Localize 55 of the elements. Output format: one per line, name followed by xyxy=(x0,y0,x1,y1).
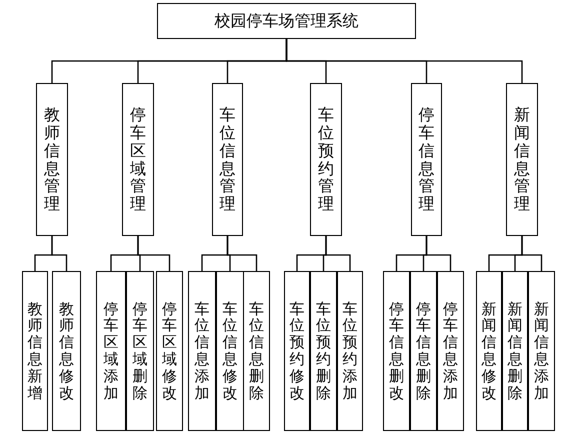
node-label: 新闻信息添加 xyxy=(534,300,549,402)
node-label: 停车区域添加 xyxy=(104,300,118,402)
module-box xyxy=(212,83,243,236)
node-label: 车位信息添加 xyxy=(194,300,210,402)
module-box xyxy=(310,271,337,431)
root-box xyxy=(157,3,416,39)
connector-line xyxy=(426,236,452,271)
connector-line xyxy=(226,236,258,271)
connector-line xyxy=(137,236,170,271)
node-label: 停车区域删除 xyxy=(132,300,148,402)
node-label: 停车信息删除 xyxy=(416,300,431,402)
module-box xyxy=(243,271,270,431)
module-box xyxy=(52,271,81,431)
connector-line xyxy=(521,236,542,271)
node-label: 新闻信息修改 xyxy=(482,300,496,402)
node-label: 车位信息管理 xyxy=(220,106,236,214)
module-box xyxy=(437,271,464,431)
node-label: 校园停车场管理系统 xyxy=(214,10,358,32)
module-box xyxy=(383,271,410,431)
module-box xyxy=(411,83,442,236)
module-box xyxy=(528,271,555,431)
module-box xyxy=(506,83,538,236)
node-label: 车位预约管理 xyxy=(318,106,334,214)
module-box xyxy=(502,271,528,431)
module-box xyxy=(156,271,183,431)
module-box xyxy=(216,271,244,431)
module-box xyxy=(284,271,310,431)
node-label: 停车信息管理 xyxy=(418,106,434,214)
module-box xyxy=(96,271,126,431)
node-label: 新闻信息管理 xyxy=(514,106,530,214)
connector-line xyxy=(325,236,351,271)
node-label: 教师信息管理 xyxy=(44,106,60,214)
node-label: 车位预约修改 xyxy=(290,300,304,402)
node-label: 新闻信息删除 xyxy=(508,300,522,402)
node-label: 车位信息修改 xyxy=(222,300,238,402)
module-box xyxy=(126,271,154,431)
node-label: 停车信息添加 xyxy=(443,300,458,402)
node-label: 停车区域修改 xyxy=(162,300,177,402)
module-box xyxy=(122,83,154,236)
module-box xyxy=(188,271,216,431)
module-box xyxy=(36,83,68,236)
node-label: 教师信息修改 xyxy=(59,300,74,402)
module-box xyxy=(410,271,437,431)
connector-line xyxy=(286,39,523,83)
module-box xyxy=(337,271,363,431)
node-label: 车位预约添加 xyxy=(342,300,358,402)
node-label: 停车区域管理 xyxy=(130,106,146,214)
node-label: 车位信息删除 xyxy=(249,300,264,402)
module-box xyxy=(310,83,342,236)
module-box xyxy=(476,271,502,431)
node-label: 车位预约删除 xyxy=(316,300,331,402)
node-label: 停车信息删改 xyxy=(389,300,404,402)
module-box xyxy=(22,271,48,431)
node-label: 教师信息新增 xyxy=(28,300,42,402)
connector-line xyxy=(51,236,68,271)
